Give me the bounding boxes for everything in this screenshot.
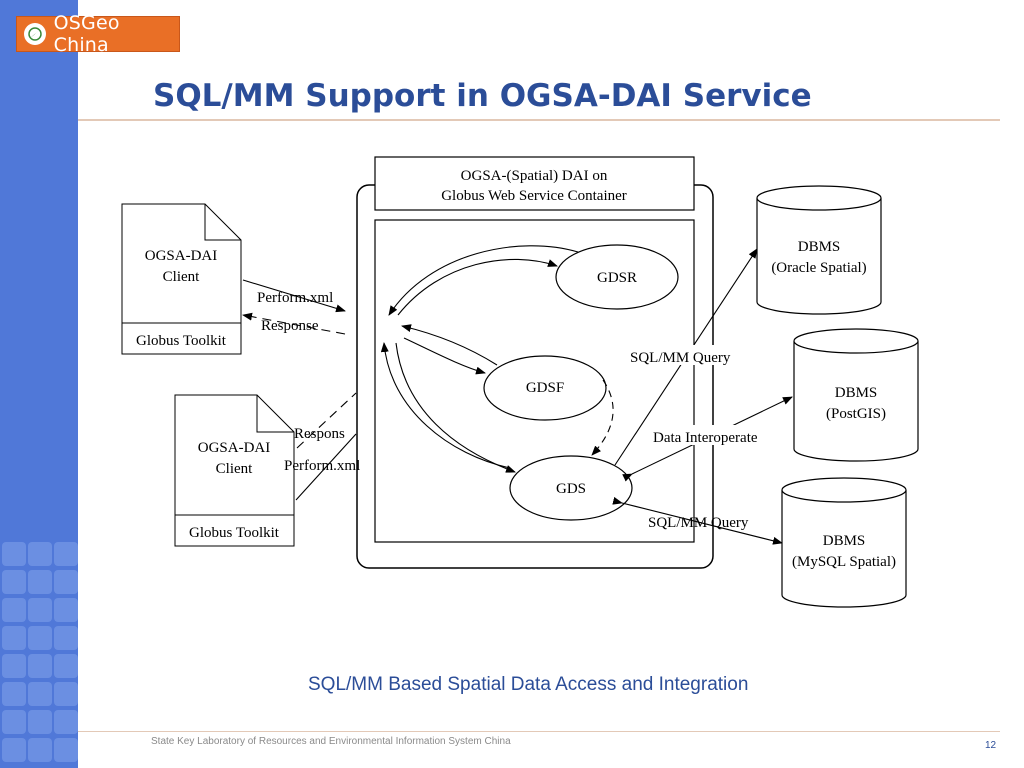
gds-node <box>509 455 633 521</box>
gdsr-node <box>555 244 679 310</box>
tile <box>28 598 52 622</box>
dbms-mysql-line1: DBMS <box>823 533 866 549</box>
arrow-gateway-to-gdsr <box>397 258 558 316</box>
dbms-postgis-line2: (PostGIS) <box>826 406 886 422</box>
tile <box>2 682 26 706</box>
client2-document-shape <box>174 394 295 547</box>
tile <box>54 598 78 622</box>
footer-text: State Key Laboratory of Resources and En… <box>151 736 511 747</box>
slide-title: SQL/MM Support in OGSA-DAI Service <box>153 78 812 114</box>
client1-toolkit-label: Globus Toolkit <box>136 333 227 349</box>
tile <box>28 682 52 706</box>
arrow-gdsr-to-gateway <box>388 245 579 316</box>
data-interoperate-label: Data Interoperate <box>653 430 758 446</box>
client1-document-shape <box>121 203 242 355</box>
page-number: 12 <box>985 740 997 751</box>
tile <box>54 570 78 594</box>
dbms-postgis-line1: DBMS <box>835 385 878 401</box>
container-title-line1: OGSA-(Spatial) DAI on <box>461 168 608 184</box>
diagram-caption: SQL/MM Based Spatial Data Access and Int… <box>308 674 749 695</box>
container-header-box <box>374 156 695 211</box>
tile <box>54 542 78 566</box>
gdsr-label: GDSR <box>597 270 637 286</box>
tile <box>2 542 26 566</box>
arrow-client2-perform <box>295 433 357 501</box>
client2-page-fold <box>256 395 294 433</box>
tile <box>28 710 52 734</box>
gdsf-label: GDSF <box>526 380 564 396</box>
arrow-gds-to-mysql <box>612 496 783 545</box>
sqlmm1-label-bg <box>627 345 743 365</box>
osgeo-china-logo: OSGeo China <box>16 12 180 56</box>
client2-perform-label: Perform.xml <box>284 458 360 474</box>
client1-label-line1: OGSA-DAI <box>145 248 218 264</box>
tile <box>28 626 52 650</box>
dbms-mysql-cylinder <box>781 477 907 608</box>
tile <box>28 738 52 762</box>
client2-toolkit-label: Globus Toolkit <box>189 525 280 541</box>
client2-label-line2: Client <box>216 461 253 477</box>
tile <box>54 682 78 706</box>
tile <box>54 710 78 734</box>
sqlmm-query-label-1: SQL/MM Query <box>630 350 731 366</box>
arrow-client1-response <box>242 312 346 335</box>
tile <box>2 626 26 650</box>
client1-label-line2: Client <box>163 269 200 285</box>
arrow-gdsf-creates-gds <box>591 379 614 456</box>
tile <box>2 598 26 622</box>
sqlmm-query-label-2: SQL/MM Query <box>648 515 749 531</box>
tile <box>28 570 52 594</box>
tile <box>28 542 52 566</box>
arrow-gds-to-gateway <box>380 342 511 469</box>
decorative-tiles <box>0 540 78 768</box>
gdsf-node <box>483 355 607 421</box>
arrow-gateway-to-gds <box>395 342 516 473</box>
logo-text: OSGeo China <box>53 12 120 56</box>
dbms-oracle-cylinder <box>756 185 882 315</box>
arrow-gdsf-to-gateway <box>401 324 498 366</box>
tile <box>2 654 26 678</box>
left-sidebar-band <box>0 0 78 768</box>
tile <box>54 654 78 678</box>
container-title-line2: Globus Web Service Container <box>441 188 627 204</box>
gds-label: GDS <box>556 481 586 497</box>
client1-response-label: Response <box>261 318 319 334</box>
footer-divider <box>78 731 1000 732</box>
dbms-mysql-line2: (MySQL Spatial) <box>792 554 896 570</box>
tile <box>54 738 78 762</box>
arrow-client2-response <box>296 392 357 449</box>
title-divider <box>78 119 1000 121</box>
client1-page-fold <box>204 204 241 241</box>
tile <box>28 654 52 678</box>
arrow-gateway-to-gdsf <box>403 337 486 375</box>
osgeo-compass-icon <box>24 23 46 45</box>
client2-label-line1: OGSA-DAI <box>198 440 271 456</box>
dbms-oracle-line1: DBMS <box>798 239 841 255</box>
dbms-postgis-cylinder <box>793 328 919 462</box>
tile <box>2 738 26 762</box>
dbms-oracle-line2: (Oracle Spatial) <box>771 260 866 276</box>
client1-perform-label: Perform.xml <box>257 290 333 306</box>
tile <box>2 570 26 594</box>
interop-label-bg <box>650 425 771 445</box>
client2-response-label: Respons <box>294 426 345 442</box>
tile <box>54 626 78 650</box>
tile <box>2 710 26 734</box>
arrow-client1-perform <box>242 279 346 313</box>
